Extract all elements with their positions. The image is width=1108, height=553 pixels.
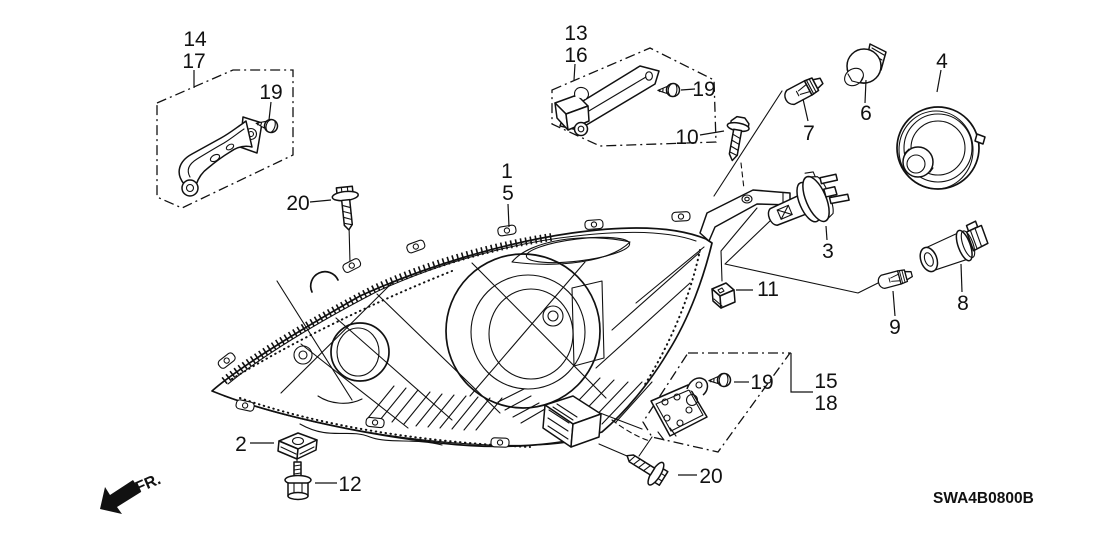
callout-20-b: 20 <box>699 465 722 488</box>
socket-8-drawing <box>919 220 989 273</box>
callout-10: 10 <box>675 126 698 149</box>
label-bracket-15-18 <box>790 353 813 393</box>
dashed-group-boxes <box>156 47 813 453</box>
connector-lines <box>296 90 885 462</box>
callout-14: 14 <box>183 28 207 51</box>
bolt-20-upper-drawing <box>330 184 363 232</box>
bracket-15-18-drawing <box>650 371 732 441</box>
socket-6-drawing <box>844 43 887 87</box>
connector-block <box>497 388 602 448</box>
group-box-14-17 <box>156 69 294 209</box>
callout-1: 1 <box>501 160 513 183</box>
callout-18: 18 <box>814 392 837 415</box>
front-marker-label: FR. <box>133 471 163 497</box>
callout-5: 5 <box>502 182 514 205</box>
clip-11-drawing <box>711 282 736 309</box>
callout-19-b: 19 <box>692 78 715 101</box>
callout-4: 4 <box>936 50 948 73</box>
callout-9: 9 <box>889 316 901 339</box>
callout-3: 3 <box>822 240 834 263</box>
callout-11: 11 <box>757 278 779 301</box>
bracket-13-16-drawing <box>554 65 681 137</box>
front-direction-marker: FR. <box>100 471 163 514</box>
callout-6: 6 <box>860 102 872 125</box>
screw-19-lower <box>707 371 732 388</box>
headlight-bulb-3-drawing <box>767 171 850 227</box>
callout-labels: 14 17 19 13 16 19 10 7 6 4 1 5 20 3 11 9… <box>182 22 969 496</box>
callout-17: 17 <box>182 50 205 73</box>
bracket-14-17-drawing <box>178 114 280 197</box>
leader-lines <box>193 63 963 484</box>
screw-19-top-mid <box>656 81 681 98</box>
callout-8: 8 <box>957 292 969 315</box>
diagram-code: SWA4B0800B <box>933 490 1034 507</box>
bolt-20-lower-drawing <box>619 443 672 491</box>
callout-19-a: 19 <box>259 81 282 104</box>
wedge-bulb-9-drawing <box>876 266 915 291</box>
callout-15: 15 <box>814 370 837 393</box>
screw-10-drawing <box>726 115 750 162</box>
callout-16: 16 <box>564 44 587 67</box>
callout-13: 13 <box>564 22 587 45</box>
group-box-15-18 <box>642 352 792 453</box>
callout-12: 12 <box>338 473 361 496</box>
flange-bolt-12-drawing <box>284 461 312 501</box>
clip-nut-2-drawing <box>277 432 318 460</box>
front-arrow-icon <box>100 480 141 514</box>
headlight-assembly-drawing <box>211 189 791 448</box>
callout-2: 2 <box>235 433 247 456</box>
callout-20-a: 20 <box>286 192 309 215</box>
group-box-13-16 <box>551 47 717 147</box>
rubber-cover-4-drawing <box>896 106 986 190</box>
callout-19-c: 19 <box>750 371 773 394</box>
callout-7: 7 <box>803 122 815 145</box>
